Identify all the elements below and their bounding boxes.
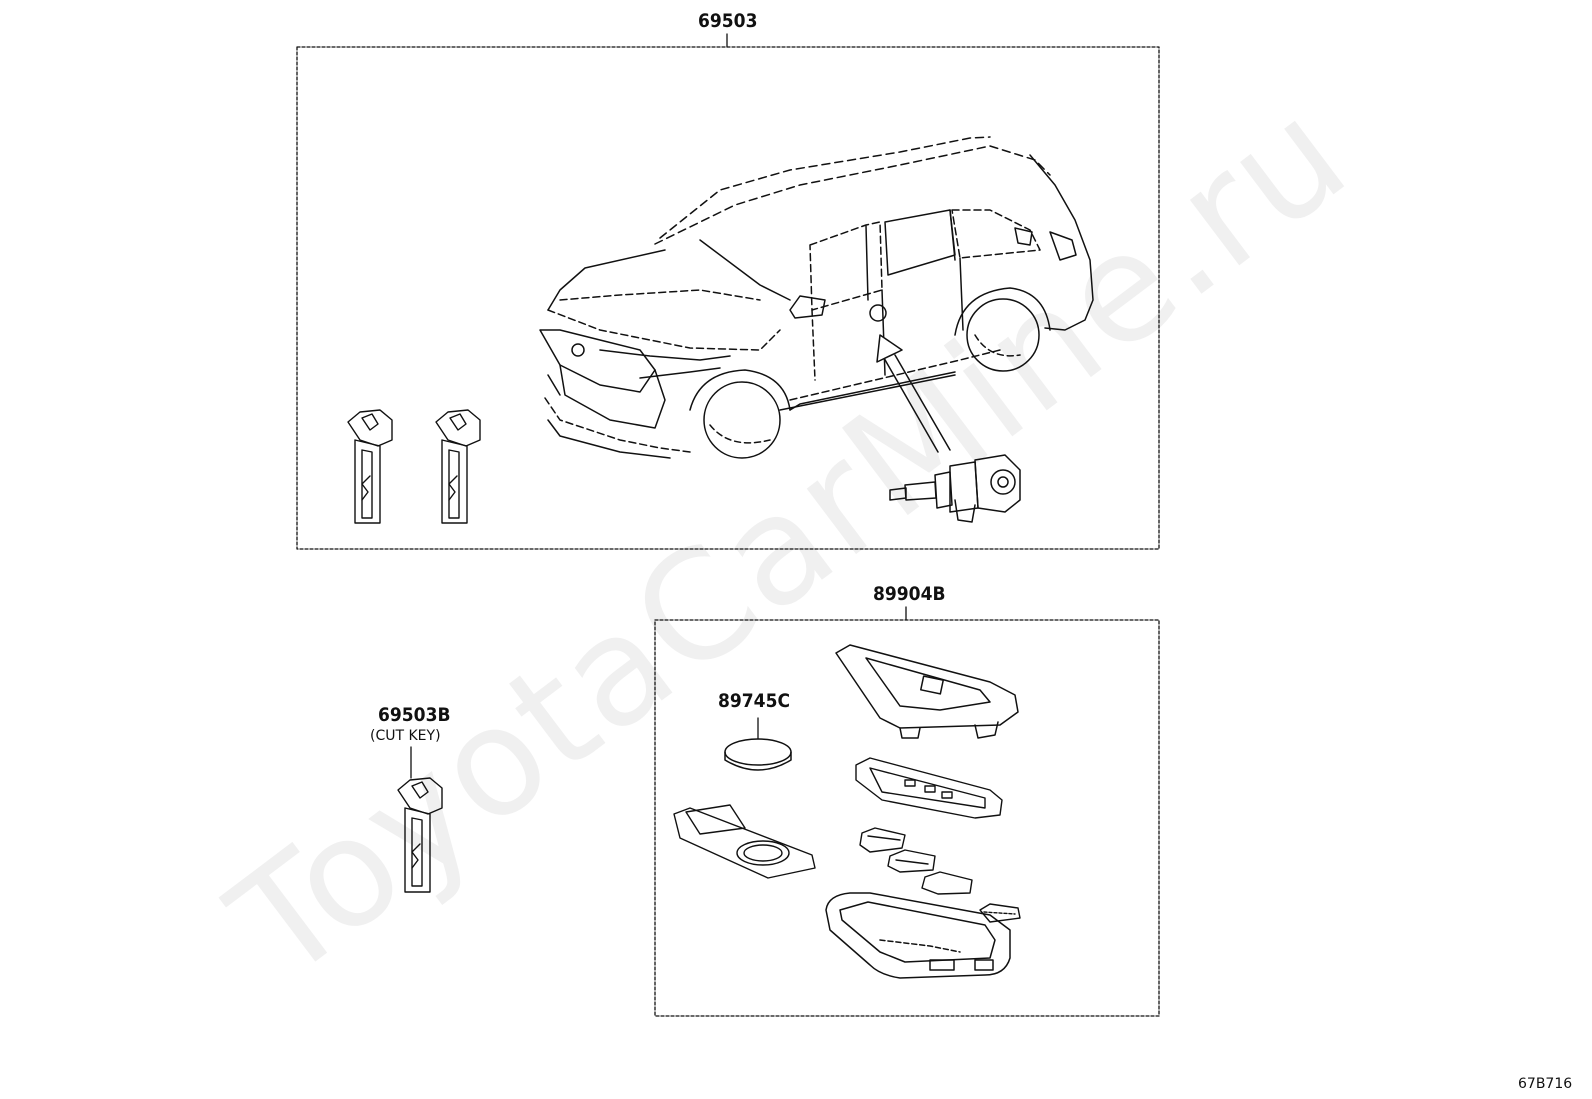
remote-part-number: 89904B [873, 583, 946, 605]
diagram-code: 67B716 [1518, 1076, 1573, 1092]
battery-part-number: 89745C [718, 690, 791, 712]
kit-box [296, 46, 1160, 550]
cut-key-part-number: 69503B [378, 704, 451, 726]
circuit-board-icon [673, 804, 816, 879]
key-fob-icon [835, 644, 1019, 739]
door-keyhole [869, 304, 887, 322]
key-fob-icon [855, 757, 1003, 819]
remote-box [654, 619, 1160, 1017]
kit-part-number: 69503 [698, 10, 758, 32]
cut-key-note: (CUT KEY) [370, 728, 441, 744]
button-set-icon [859, 827, 1021, 923]
car-outline-icon [539, 136, 1094, 459]
arrow-icon [876, 334, 951, 453]
key-fob-icon [825, 892, 1011, 979]
key-icon [397, 777, 443, 893]
lock-cylinder-icon [889, 454, 1021, 523]
key-icon [435, 409, 481, 524]
key-icon [347, 409, 393, 524]
coin-battery-icon [724, 717, 792, 771]
